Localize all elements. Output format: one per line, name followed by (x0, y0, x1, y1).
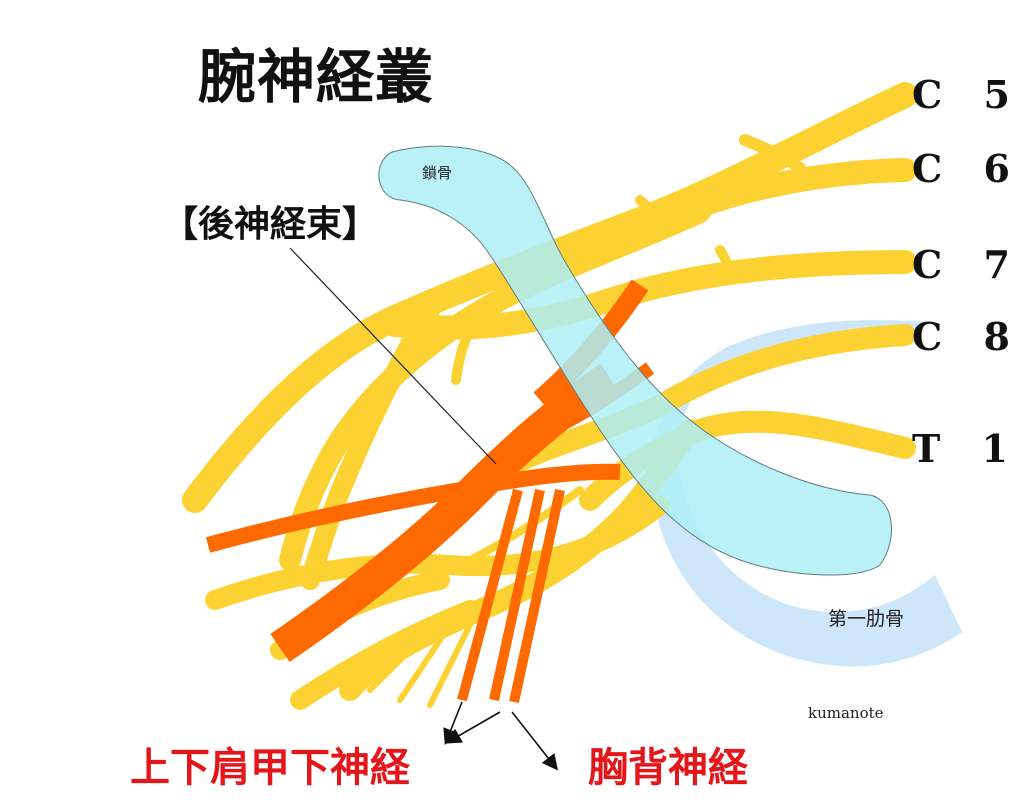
plexus-illustration (182, 82, 962, 771)
subscapular-arrow-2 (445, 711, 501, 744)
clavicle (378, 145, 892, 576)
upper-spur-b (635, 195, 677, 223)
upper-spur-d (451, 325, 475, 385)
posterior-cord-label: 【後神経束】 (162, 203, 379, 245)
root-label-c7: C 7 (912, 242, 1024, 287)
posterior-cord-lateral (205, 463, 621, 553)
brachial-plexus-diagram: 腕神経叢 C 5 C 6 C 7 C 8 T 1 【後神経束】 鎖骨 第一肋骨 … (130, 43, 1010, 791)
cord-pointer-line (289, 247, 497, 465)
thoracodorsal-nerve (509, 488, 565, 704)
first-rib-label: 第一肋骨 (828, 608, 905, 630)
root-label-c8: C 8 (912, 314, 1024, 359)
thoracodorsal-nerve-label: 胸背神経 (588, 744, 748, 791)
clavicle-label: 鎖骨 (422, 164, 453, 182)
root-label-t1: T 1 (912, 426, 1022, 471)
small-branch-a (466, 486, 584, 564)
small-branch-c (427, 612, 478, 708)
subscapular-nerve-label: 上下肩甲下神経 (130, 744, 410, 791)
first-rib (651, 320, 962, 667)
root-t1-trunk (579, 410, 916, 511)
root-label-c6: C 6 (912, 146, 1024, 191)
root-c8-trunk (489, 324, 916, 481)
middle-trunk-branch (279, 201, 711, 571)
root-label-c5: C 5 (912, 72, 1024, 117)
thoracodorsal-arrow (511, 711, 558, 771)
lateral-cord (300, 300, 440, 590)
small-branch-d (367, 617, 448, 693)
page-title: 腕神経叢 (198, 43, 435, 111)
subscapular-nerve-2 (489, 488, 545, 702)
small-branch-b (397, 607, 463, 703)
upper-spur-a (739, 134, 806, 174)
subscapular-nerve-1 (457, 488, 523, 702)
credit-text: kumanote (808, 704, 884, 722)
upper-spur-c (715, 245, 735, 277)
